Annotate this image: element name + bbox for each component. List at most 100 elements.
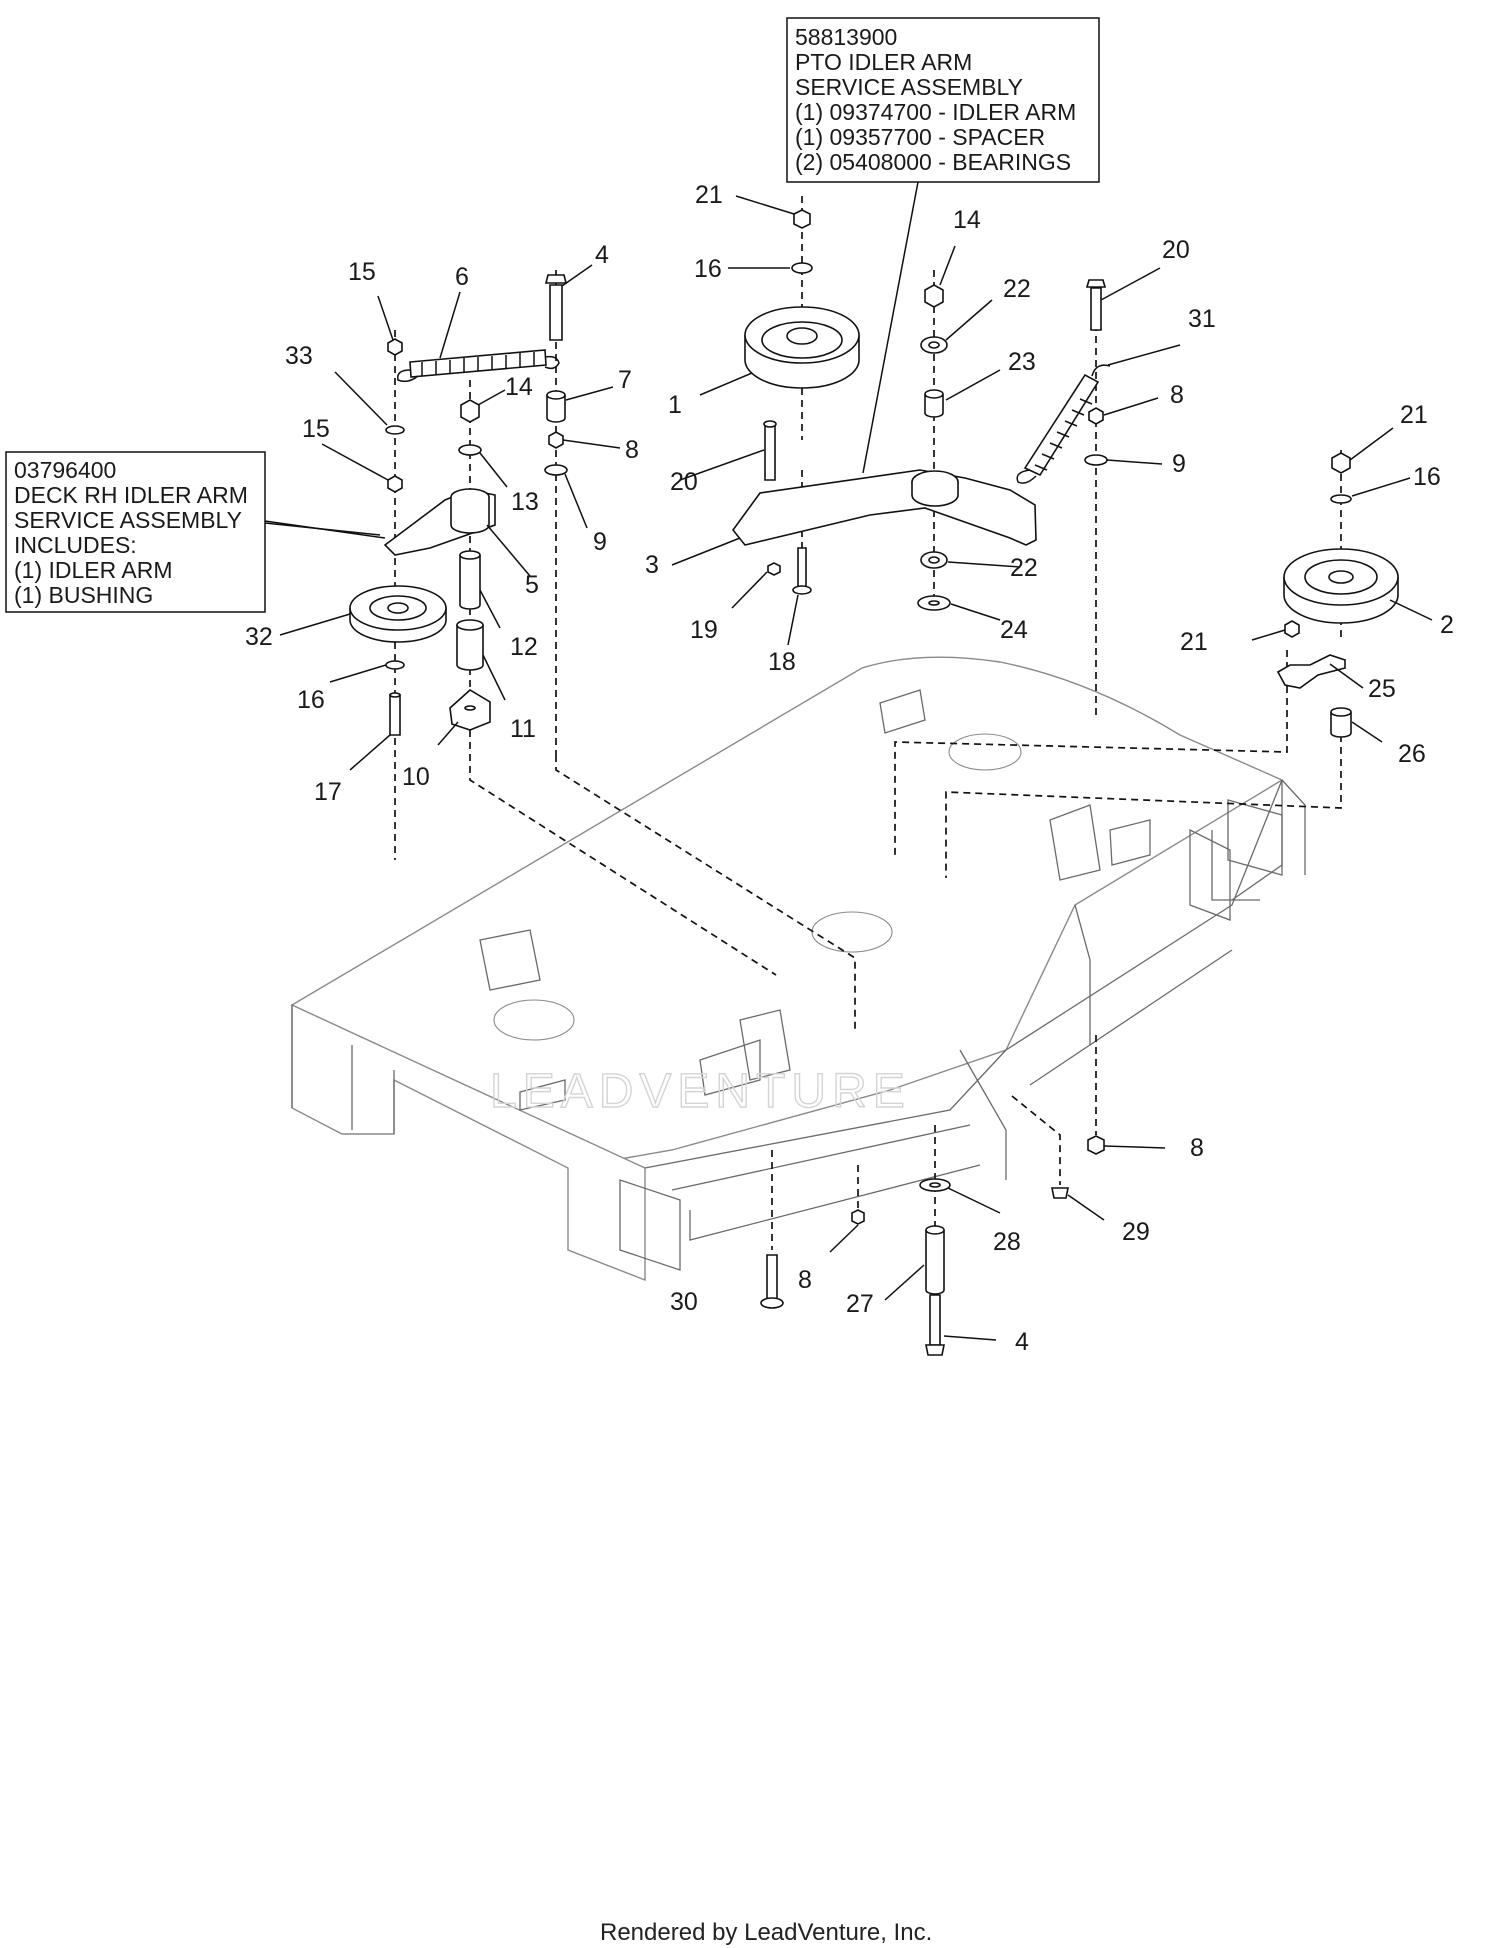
callout-labels: 21 16 14 22 23 20 31 8 9 1 20 3 22 24 19… bbox=[245, 181, 1454, 1356]
callout-27: 27 bbox=[846, 1290, 874, 1318]
callout-2: 2 bbox=[1440, 611, 1454, 639]
sleeve-11 bbox=[456, 625, 484, 671]
callout-5: 5 bbox=[525, 571, 539, 599]
callout-31: 31 bbox=[1188, 305, 1216, 333]
callout-20: 20 bbox=[670, 468, 698, 496]
bolt-20-right bbox=[1090, 287, 1102, 331]
callout-29: 29 bbox=[1122, 1218, 1150, 1246]
callout-14: 14 bbox=[953, 206, 981, 234]
nut-15-top bbox=[387, 338, 403, 356]
rh-idler-assembly bbox=[349, 274, 568, 736]
callout-13: 13 bbox=[511, 488, 539, 516]
bolt-20-center bbox=[764, 423, 776, 481]
spacer-26 bbox=[1330, 712, 1352, 738]
nut-21-right-top bbox=[1331, 452, 1351, 474]
callout-1: 1 bbox=[668, 391, 682, 419]
nut-8-left bbox=[548, 431, 564, 449]
callout-12: 12 bbox=[510, 633, 538, 661]
callout-21: 21 bbox=[695, 181, 723, 209]
callout-8: 8 bbox=[1190, 1134, 1204, 1162]
callout-16: 16 bbox=[1413, 463, 1441, 491]
callout-11: 11 bbox=[510, 715, 536, 743]
bolt-4-bottom bbox=[929, 1294, 941, 1346]
callout-6: 6 bbox=[455, 263, 469, 291]
callout-9: 9 bbox=[593, 528, 607, 556]
spacer-7 bbox=[546, 395, 566, 423]
washer-16-left bbox=[385, 660, 405, 670]
spindle-27 bbox=[925, 1230, 945, 1295]
washer-16 bbox=[791, 262, 813, 274]
callout-10: 10 bbox=[402, 763, 430, 791]
callout-7: 7 bbox=[618, 366, 632, 394]
pto-idler-assembly bbox=[731, 209, 1111, 611]
nut-15-mid bbox=[387, 475, 403, 493]
flange-nut-21 bbox=[793, 209, 811, 229]
callout-15: 15 bbox=[302, 415, 330, 443]
bushing-12 bbox=[459, 555, 481, 610]
nut-8-bottom bbox=[851, 1209, 865, 1225]
callout-18: 18 bbox=[768, 648, 796, 676]
pto-box-line-4: (1) 09374700 - IDLER ARM bbox=[795, 99, 1076, 125]
callout-22: 22 bbox=[1010, 554, 1038, 582]
nut-8-deck-right bbox=[1087, 1135, 1105, 1155]
extension-spring-6 bbox=[397, 349, 560, 383]
callout-16: 16 bbox=[297, 686, 325, 714]
washer-13 bbox=[458, 444, 482, 456]
rh-box-line-2: DECK RH IDLER ARM bbox=[14, 482, 248, 508]
callout-8: 8 bbox=[625, 436, 639, 464]
idler-pulley-1 bbox=[744, 306, 860, 389]
rh-box-line-6: (1) BUSHING bbox=[14, 582, 153, 608]
pto-box-line-6: (2) 05408000 - BEARINGS bbox=[795, 149, 1071, 175]
bolt-29 bbox=[1051, 1187, 1069, 1199]
nut-14-left bbox=[460, 399, 480, 423]
callout-26: 26 bbox=[1398, 740, 1426, 768]
shoulder-bolt-18 bbox=[797, 547, 807, 589]
callout-9: 9 bbox=[1172, 450, 1186, 478]
pto-idler-info-box: 58813900 PTO IDLER ARM SERVICE ASSEMBLY … bbox=[786, 17, 1100, 183]
callout-30: 30 bbox=[670, 1288, 698, 1316]
bolt-4-top bbox=[549, 284, 563, 341]
mower-deck: LEADVENTURE bbox=[290, 656, 1306, 1282]
nut-21-right bbox=[1284, 620, 1300, 638]
rh-box-line-4: INCLUDES: bbox=[14, 532, 137, 558]
callout-24: 24 bbox=[1000, 616, 1028, 644]
rh-box-line-3: SERVICE ASSEMBLY bbox=[14, 507, 242, 533]
watermark-text: LEADVENTURE bbox=[490, 1065, 911, 1118]
callout-33: 33 bbox=[285, 342, 313, 370]
bolt-17 bbox=[389, 694, 401, 736]
callout-14: 14 bbox=[505, 373, 533, 401]
footer-credit: Rendered by LeadVenture, Inc. bbox=[600, 1919, 932, 1946]
nut-8-right bbox=[1088, 407, 1104, 425]
pto-box-line-2: PTO IDLER ARM bbox=[795, 49, 972, 75]
callout-20: 20 bbox=[1162, 236, 1190, 264]
leader-lines bbox=[264, 181, 1433, 1341]
nut-14-center bbox=[924, 284, 944, 308]
bottom-hardware bbox=[760, 1135, 1105, 1356]
extension-spring-31 bbox=[1016, 364, 1111, 484]
callout-4: 4 bbox=[595, 241, 609, 269]
callout-16: 16 bbox=[694, 255, 722, 283]
rh-idler-info-box: 03796400 DECK RH IDLER ARM SERVICE ASSEM… bbox=[5, 451, 266, 613]
callout-23: 23 bbox=[1008, 348, 1036, 376]
callout-22: 22 bbox=[1003, 275, 1031, 303]
nut-19 bbox=[767, 562, 781, 576]
pto-box-line-5: (1) 09357700 - SPACER bbox=[795, 124, 1045, 150]
bolt-30 bbox=[766, 1254, 778, 1301]
washer-33 bbox=[385, 425, 405, 435]
washer-16-right bbox=[1330, 494, 1352, 504]
bracket-25 bbox=[1276, 654, 1346, 689]
pto-idler-arm-3 bbox=[731, 469, 1037, 546]
callout-19: 19 bbox=[690, 616, 718, 644]
callout-8: 8 bbox=[798, 1266, 812, 1294]
callout-8: 8 bbox=[1170, 381, 1184, 409]
callout-25: 25 bbox=[1368, 675, 1396, 703]
rh-box-line-5: (1) IDLER ARM bbox=[14, 557, 172, 583]
callout-15: 15 bbox=[348, 258, 376, 286]
callout-17: 17 bbox=[314, 778, 342, 806]
washer-9-left bbox=[544, 464, 568, 476]
pto-box-line-1: 58813900 bbox=[795, 24, 897, 50]
spacer-23 bbox=[924, 394, 944, 418]
pto-box-line-3: SERVICE ASSEMBLY bbox=[795, 74, 1023, 100]
callout-3: 3 bbox=[645, 551, 659, 579]
